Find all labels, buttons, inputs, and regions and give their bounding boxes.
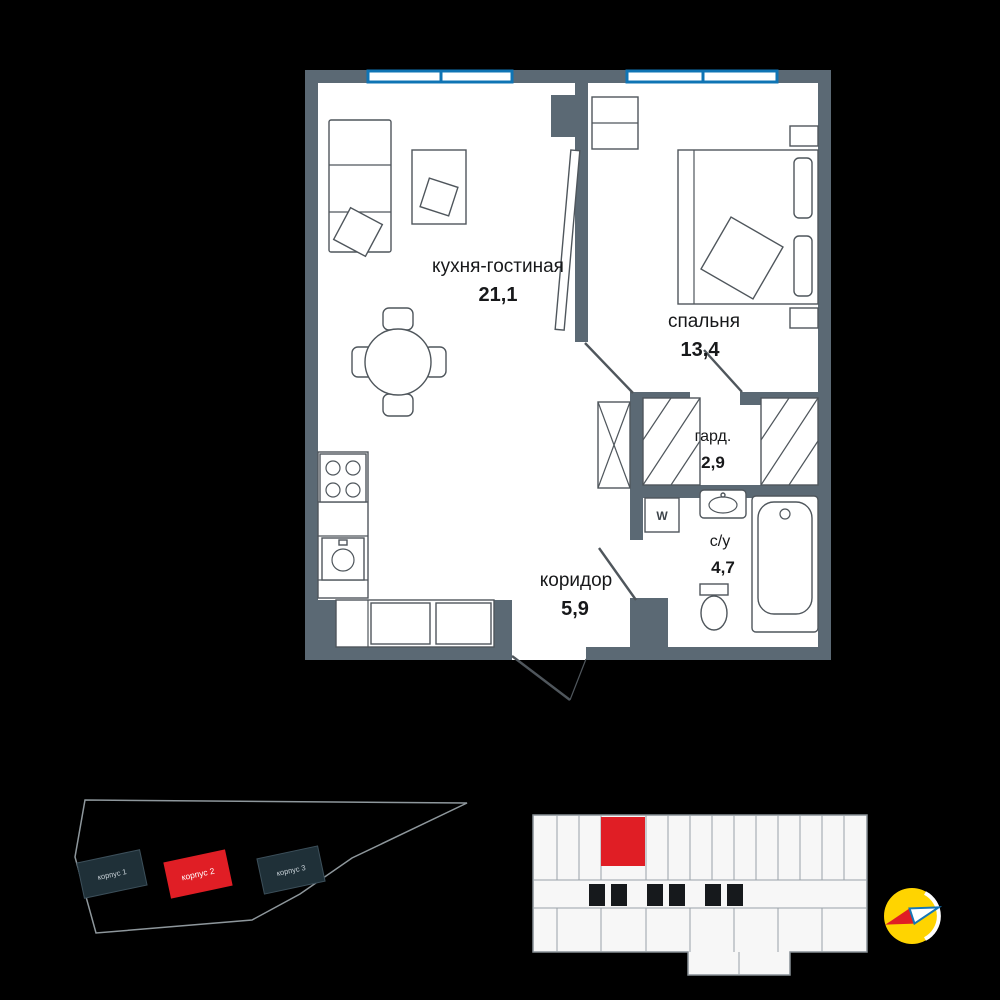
compass-icon xyxy=(884,888,943,944)
site-plan: корпус 1 корпус 2 корпус 3 xyxy=(74,799,468,934)
kitchen-sink xyxy=(321,537,365,581)
room-labels: кухня-гостиная 21,1 спальня 13,4 гард. 2… xyxy=(432,256,740,620)
door-entrance xyxy=(511,655,587,701)
room-corridor-area: 5,9 xyxy=(561,598,589,620)
stove-icon xyxy=(319,453,367,503)
room-kitchen-area: 21,1 xyxy=(479,284,518,306)
door-wardrobe xyxy=(703,349,743,393)
washer-label: W xyxy=(656,509,668,523)
door-bedroom xyxy=(584,342,634,394)
room-kitchen-name: кухня-гостиная xyxy=(432,256,564,277)
wardrobe-left-unit xyxy=(642,397,701,486)
window-1 xyxy=(366,69,514,84)
building-korpus-3: корпус 3 xyxy=(256,845,326,895)
unit-dividers xyxy=(556,815,845,975)
room-wardrobe-area: 2,9 xyxy=(701,453,725,472)
sliding-door-panel xyxy=(554,149,581,331)
room-bedroom-name: спальня xyxy=(668,311,740,332)
bathroom-sink xyxy=(699,489,747,519)
room-bath-area: 4,7 xyxy=(711,558,735,577)
bed xyxy=(677,125,819,329)
room-wardrobe-name: гард. xyxy=(695,428,732,445)
washer-icon: W xyxy=(644,497,680,533)
coffee-table xyxy=(411,149,467,225)
bathtub xyxy=(751,495,819,633)
window-2 xyxy=(625,69,779,84)
building-korpus-1: корпус 1 xyxy=(76,849,148,899)
dining-table xyxy=(351,307,447,417)
sofa xyxy=(328,119,392,258)
door-bathroom xyxy=(598,547,637,601)
unit-highlight xyxy=(601,817,645,866)
interior-walls xyxy=(318,83,818,647)
building-korpus-2: корпус 2 xyxy=(163,849,233,899)
stair-cores xyxy=(589,884,743,906)
room-corridor-name: коридор xyxy=(540,570,613,591)
outer-walls xyxy=(305,70,831,660)
floorplan: W кухня-гос xyxy=(305,69,831,701)
floor-plate xyxy=(532,814,868,976)
room-bath-name: с/у xyxy=(710,533,730,550)
room-bedroom-area: 13,4 xyxy=(681,339,721,361)
wardrobe-right-unit xyxy=(760,397,819,486)
toilet xyxy=(699,583,729,631)
hall-closet xyxy=(597,401,631,489)
bedroom-cabinet xyxy=(591,96,639,150)
